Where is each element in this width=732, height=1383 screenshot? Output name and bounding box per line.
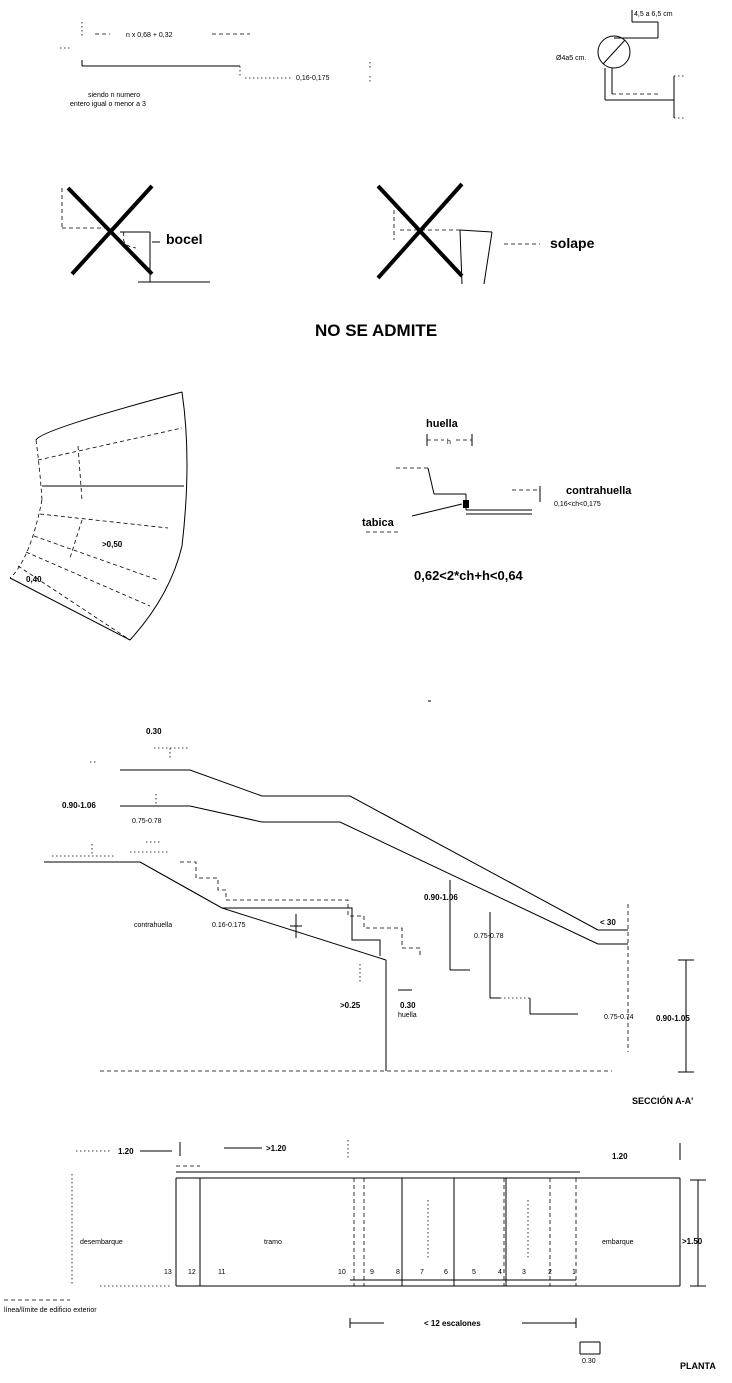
solape-forbidden-diagram: solape [376,182,595,285]
section-a-a-diagram: 0.30 0.90-1.06 0.75-0.78 contrahuella 0.… [44,700,694,1106]
handrail-circle [597,35,631,69]
section-dim-030-top: 0.30 [146,727,162,736]
tabica-label: tabica [362,517,395,529]
bocel-forbidden-diagram: bocel [61,184,210,283]
plan-step-number: 3 [522,1269,526,1276]
step-detail-diagram: huella h contrahuella 0,16<ch<0,175 tabi… [362,418,632,583]
min-inner-width-label: >0,50 [102,540,123,549]
handrail-diameter-label: Ø4a5 cm. [556,55,586,62]
min-edge-width-label: 0,40 [26,575,42,584]
plan-title: PLANTA [680,1361,716,1371]
riser-range-top: 0,16-0,175 [296,75,330,82]
plan-min-120: >1.20 [266,1144,287,1153]
note-line-1: siendo n numero [88,92,140,99]
contrahuella-label: contrahuella [566,485,632,497]
bocel-label: bocel [166,231,203,247]
section-contrahuella-label: contrahuella [134,922,172,929]
formula-n-label: n x 0,68 + 0,32 [126,32,173,39]
plan-step-number: 9 [370,1269,374,1276]
plan-step-number: 5 [472,1269,476,1276]
stair-plan-diagram: 1.20 >1.20 1.20 desembarque tramo embarq… [4,1140,716,1371]
section-dim-090-106-right: 0.90-1.05 [656,1014,690,1023]
section-dim-030-huella: 0.30 [400,1001,416,1010]
section-dim-090-106-left: 0.90-1.06 [62,801,96,810]
plan-dim-120-right: 1.20 [612,1152,628,1161]
not-allowed-title: NO SE ADMITE [315,321,437,340]
tabica-block [463,500,469,508]
handrail-section-diagram: 4,5 a 6,5 cm Ø4a5 cm. [556,10,686,119]
section-dim-090-106-mid: 0.90-1.06 [424,893,458,902]
plan-step-numbers: 13 12 11 10 9 8 7 6 5 4 3 2 1 [164,1269,576,1276]
step-formula-label: 0,62<2*ch+h<0,64 [414,568,524,583]
plan-embarque-label: embarque [602,1239,634,1246]
plan-step-number: 4 [498,1269,502,1276]
plan-step-number: 6 [444,1269,448,1276]
plan-step-number: 12 [188,1269,196,1276]
section-dim-075-078-right: 0.75-0.74 [604,1014,634,1021]
solape-label: solape [550,235,595,251]
plan-width-min: >1.50 [682,1237,703,1246]
plan-dim-120-left: 1.20 [118,1147,134,1156]
section-dim-30-right: < 30 [600,918,616,927]
riser-range-label: 0,16<ch<0,175 [554,501,601,508]
plan-dim-030: 0.30 [582,1358,596,1365]
section-min-025: >0.25 [340,1001,361,1010]
section-title: SECCIÓN A-A' [632,1095,693,1106]
note-line-2: entero igual o menor a 3 [70,101,146,108]
section-riser-range: 0.16-0.175 [212,922,246,929]
h-label: h [447,439,451,446]
plan-border-label: línea/límite de edificio exterior [4,1307,97,1314]
plan-step-number: 7 [420,1269,424,1276]
plan-step-number: 11 [218,1269,225,1276]
plan-desembarque-label: desembarque [80,1239,123,1246]
plan-step-number: 8 [396,1269,400,1276]
plan-step-number: 2 [548,1269,552,1276]
plan-step-number: 10 [338,1269,346,1276]
curved-stair-plan: >0,50 0,40 [9,391,188,641]
section-huella-label: huella [398,1012,417,1019]
step-nosing-formula-diagram: n x 0,68 + 0,32 0,16-0,175 siendo n nume… [60,22,371,108]
section-dim-075-078-left: 0.75-0.78 [132,818,162,825]
handrail-depth-label: 4,5 a 6,5 cm [634,11,673,18]
section-dim-075-078-mid: 0.75-0.78 [474,933,504,940]
plan-max-steps: < 12 escalones [424,1319,481,1328]
plan-step-number: 13 [164,1269,172,1276]
plan-step-number: 1 [572,1269,576,1276]
plan-tramo-label: tramo [264,1239,282,1246]
huella-label: huella [426,418,459,430]
